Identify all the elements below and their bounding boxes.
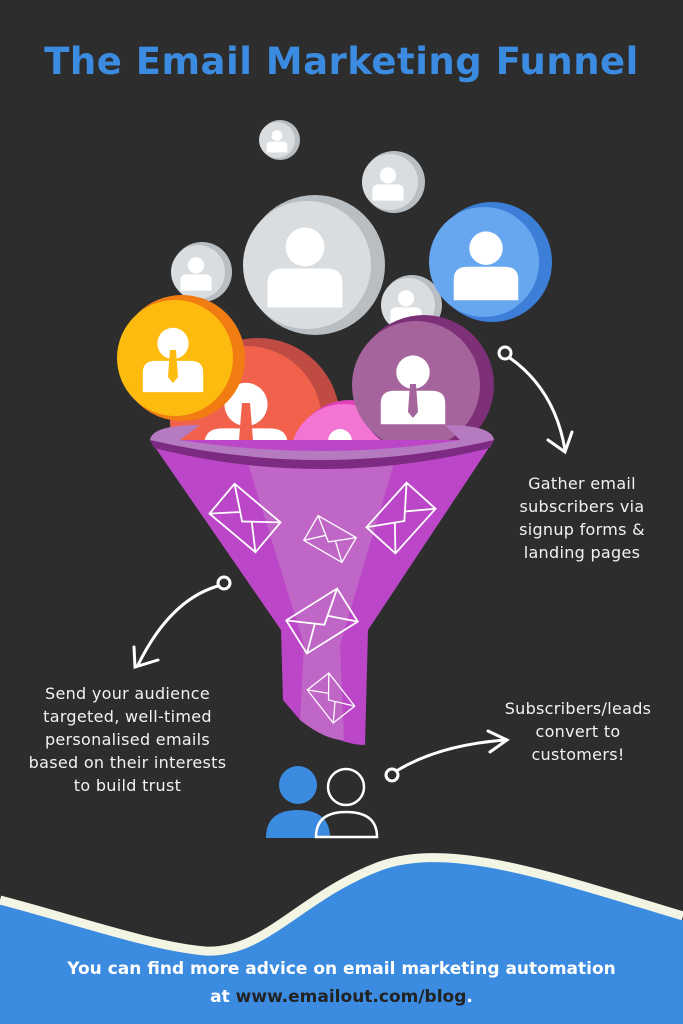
customers-icon bbox=[266, 766, 379, 839]
note-line: landing pages bbox=[523, 543, 641, 562]
subscriber-bubble-gray bbox=[362, 151, 425, 213]
note-convert: Subscribers/leads convert to customers! bbox=[488, 697, 668, 766]
subscriber-bubble-blue bbox=[429, 202, 552, 322]
footer-line: You can find more advice on email market… bbox=[67, 959, 616, 979]
subscriber-bubble-gray-large bbox=[243, 195, 385, 335]
arrow-send bbox=[132, 575, 232, 669]
note-line: to build trust bbox=[73, 776, 182, 795]
note-line: Gather email bbox=[528, 474, 636, 493]
note-gather: Gather email subscribers via signup form… bbox=[497, 472, 667, 564]
note-line: personalised emails bbox=[44, 730, 211, 749]
subscriber-bubble-gray bbox=[259, 120, 300, 160]
blog-link[interactable]: www.emailout.com/blog bbox=[235, 987, 467, 1007]
note-line: Subscribers/leads bbox=[504, 699, 652, 718]
subscriber-bubble-gray bbox=[171, 242, 232, 302]
footer-text: You can find more advice on email market… bbox=[0, 955, 683, 1011]
footer-line: at www.emailout.com/blog. bbox=[0, 983, 683, 1011]
note-line: based on their interests bbox=[28, 753, 227, 772]
footer-prefix: at bbox=[210, 987, 236, 1007]
page-title: The Email Marketing Funnel bbox=[44, 40, 639, 83]
note-line: signup forms & bbox=[519, 520, 645, 539]
arrow-convert bbox=[384, 729, 510, 783]
footer-suffix: . bbox=[466, 987, 473, 1007]
note-line: customers! bbox=[531, 745, 625, 764]
footer-wave bbox=[0, 853, 683, 1024]
note-line: Send your audience bbox=[44, 684, 211, 703]
note-send: Send your audience targeted, well-timed … bbox=[10, 682, 245, 797]
note-line: subscribers via bbox=[519, 497, 645, 516]
subscriber-bubble-yellow bbox=[117, 295, 245, 421]
note-line: convert to bbox=[535, 722, 621, 741]
note-line: targeted, well-timed bbox=[43, 707, 212, 726]
arrow-gather bbox=[497, 345, 574, 455]
subscriber-bubble-purple bbox=[352, 315, 494, 455]
funnel bbox=[150, 425, 494, 745]
